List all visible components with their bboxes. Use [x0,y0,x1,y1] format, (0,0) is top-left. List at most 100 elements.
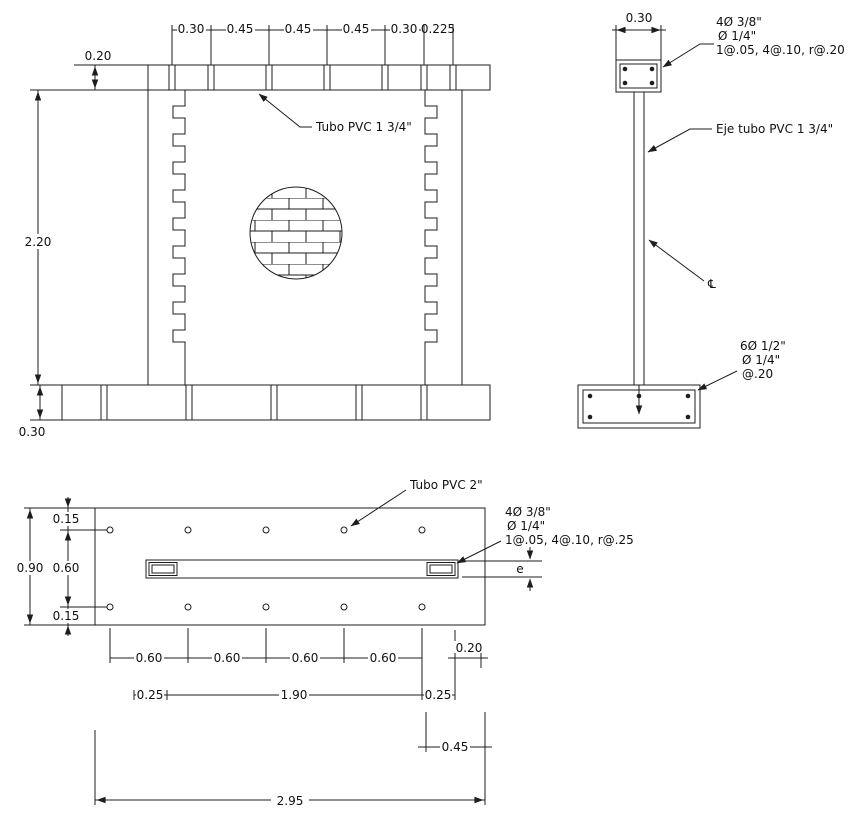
dim-label: 0.25 [137,688,164,702]
rebar-dot [622,80,628,86]
bottom-extension-lines [109,628,482,700]
beam-end-block [426,562,456,576]
pvc-note-label: Tubo PVC 1 3/4" [315,120,412,134]
dim-label-bg [134,651,164,665]
row3-extension-lines [425,712,486,805]
axis-note-label: Eje tubo PVC 1 3/4" [716,122,833,136]
dim-label: 0.45 [343,22,370,36]
dim-label-bg [368,651,398,665]
top-beam [147,64,491,91]
side-section-view: 0.30 4Ø 3/8" Ø 1/4" 1@.05, 4@.10, r@.20 … [577,11,845,429]
dim-label: 0.45 [285,22,312,36]
dim-label: 2.20 [25,235,52,249]
dim-label: 0.25 [425,688,452,702]
left-keyed-joint [172,90,186,385]
pipe-opening-circle [249,186,343,280]
dim-label: 0.20 [85,49,112,63]
section-top-dim-ticks [615,25,662,35]
bottom-total-ticks [94,795,486,805]
dim-label-bg [52,561,80,575]
dim-label-bg [390,23,419,36]
right-keyed-joint [424,90,438,385]
pvc-leader [258,93,312,128]
dim-label: 0.225 [421,22,455,36]
footing-note-leader [697,370,738,391]
plan-beam-note-label: 4Ø 3/8" [505,505,551,519]
dim-label: 0.60 [292,651,319,665]
plan-beam-note-label: Ø 1/4" [507,519,545,533]
dowel-dot [418,526,426,534]
dim-label-bg [52,609,80,623]
wall-outline [147,90,463,385]
pvc2-note-label: Tubo PVC 2" [409,478,483,492]
dim-label: 0.20 [456,641,483,655]
dim-label: 0.60 [136,651,163,665]
beam-note-leader [662,43,714,68]
rebar-dot [622,66,628,72]
dim-label-bg [440,740,470,754]
beam-note-label: 4Ø 3/8" [716,15,762,29]
beam-section [615,59,662,93]
beam-note-label: Ø 1/4" [718,29,756,43]
beam-end-block-inner [429,564,453,574]
dim-label-bg [21,234,55,249]
rebar-dot [685,393,691,399]
pipe-opening-brick-fill [250,187,342,279]
dim-label: 1.90 [281,688,308,702]
dim-label-bg [290,651,320,665]
plan-beam [145,559,459,579]
dim-label-bg [177,23,206,36]
dim-label: 0.90 [17,561,44,575]
dim-label-bg [15,561,45,575]
dim-label-bg [454,641,484,654]
centerline-symbol: ℄ [707,277,716,291]
dowel-dot [418,603,426,611]
pvc2-leader [350,489,407,527]
dim-label: 0.60 [214,651,241,665]
dim-label: 0.30 [626,11,653,25]
dim-label: 0.45 [227,22,254,36]
foundation-plan-view: Tubo PVC 2" 4Ø 3/8" Ø 1/4" 1@.05, 4@.10,… [15,478,634,808]
rebar-dot [649,80,655,86]
dowel-dot [262,526,270,534]
dim-label: 0.15 [53,609,80,623]
beam-stirrup [619,63,658,89]
thickness-extension-lines [462,560,542,578]
footing-dividers [100,385,428,420]
dim-label: 0.30 [391,22,418,36]
dim-label: 0.30 [178,22,205,36]
beam-end-block [148,562,178,576]
dim-label-bg [52,512,80,526]
top-dimension-ticks [171,25,454,35]
rebar-dot [685,414,691,420]
dim-label-bg [226,23,255,36]
bottom-dim-row3-ticks [425,742,486,752]
top-extension-lines [171,35,454,65]
rebar-dot [649,66,655,72]
dowel-dot [262,603,270,611]
front-elevation-view: 0.30 0.45 0.45 0.45 0.30 0.225 0.20 Tubo… [19,22,491,439]
bottom-dim-row2-ticks [133,690,456,700]
footing-front [61,384,491,421]
dim-label-bg [421,23,456,36]
dowel-dot [184,526,192,534]
centerline-leader [648,239,705,282]
dim-label: 0.15 [53,512,80,526]
dowel-dot [340,603,348,611]
footing-extension-lines [30,384,62,421]
beam-note-label: 1@.05, 4@.10, r@.20 [716,43,845,57]
axis-leader [647,128,712,153]
dowel-dot [106,603,114,611]
rebar-dot [587,414,593,420]
dim-label-bg [342,23,371,36]
dowel-dot [340,526,348,534]
dim-label-bg [212,651,242,665]
dim-label-bg [424,688,452,701]
dim-label-bg [284,23,313,36]
left-extension-lines [24,507,107,626]
dim-label-bg [271,793,309,808]
footing-plan [94,507,486,626]
dim-label: 0.60 [370,651,397,665]
section-top-extension-lines [615,35,662,60]
footing-note-label: @.20 [742,367,773,381]
